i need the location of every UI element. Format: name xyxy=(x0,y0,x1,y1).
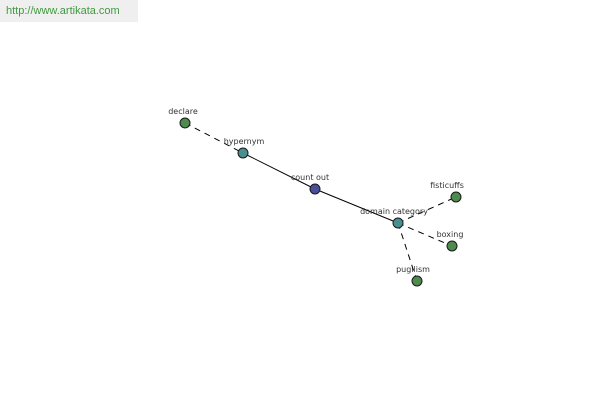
edges-layer xyxy=(184,122,457,282)
node-count-out-label: count out xyxy=(291,173,329,182)
node-count-out-dot[interactable] xyxy=(309,183,321,195)
node-boxing-dot[interactable] xyxy=(446,240,458,252)
node-pugilism-dot[interactable] xyxy=(411,275,423,287)
node-fisticuffs-dot[interactable] xyxy=(450,191,462,203)
node-declare[interactable]: declare xyxy=(168,107,198,129)
node-boxing[interactable]: boxing xyxy=(437,230,464,252)
node-fisticuffs[interactable]: fisticuffs xyxy=(430,181,464,203)
watermark-link[interactable]: http://www.artikata.com xyxy=(0,0,138,22)
node-domain-category[interactable]: domain category xyxy=(360,207,428,229)
node-domain-category-dot[interactable] xyxy=(392,217,404,229)
edge-hypernym-count-out xyxy=(242,152,316,190)
node-count-out[interactable]: count out xyxy=(291,173,329,195)
node-hypernym[interactable]: hypernym xyxy=(224,137,265,159)
node-declare-label: declare xyxy=(168,107,198,116)
node-hypernym-label: hypernym xyxy=(224,137,265,146)
node-boxing-label: boxing xyxy=(437,230,464,239)
node-pugilism[interactable]: pugilism xyxy=(396,265,430,287)
nodes-layer: declare hypernym count out domain category f… xyxy=(168,107,464,287)
node-domain-category-label: domain category xyxy=(360,207,428,216)
node-hypernym-dot[interactable] xyxy=(237,147,249,159)
edge-count-out-domain-category xyxy=(314,188,399,224)
node-pugilism-label: pugilism xyxy=(396,265,430,274)
node-fisticuffs-label: fisticuffs xyxy=(430,181,464,190)
edge-domain-category-boxing xyxy=(397,222,453,247)
node-declare-dot[interactable] xyxy=(179,117,191,129)
